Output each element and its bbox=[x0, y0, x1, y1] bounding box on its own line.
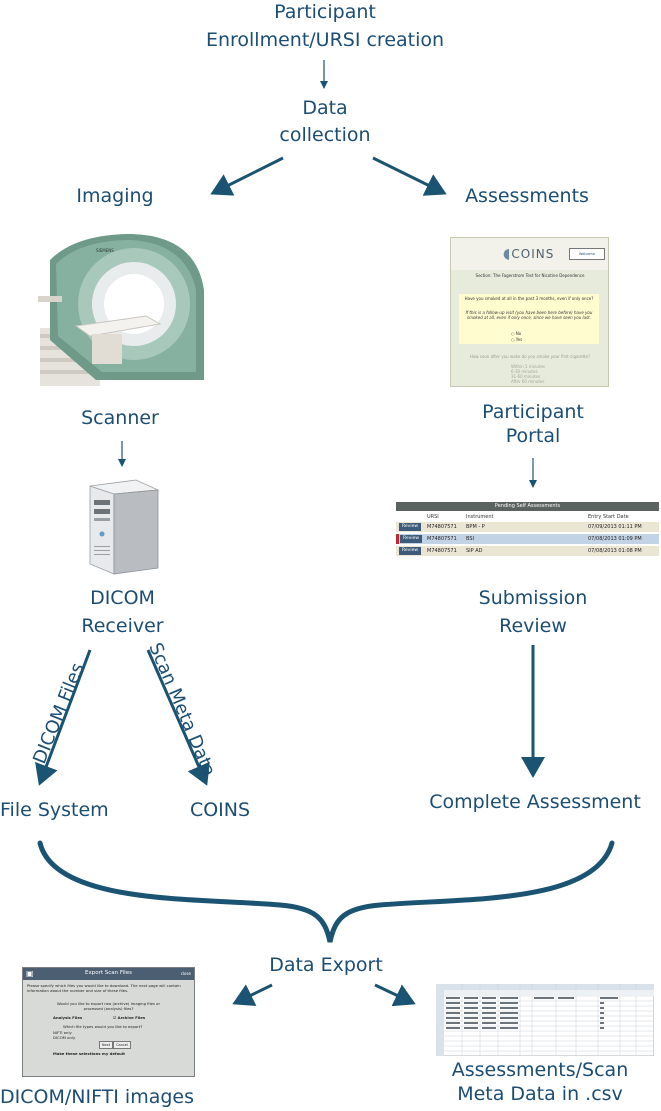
edge-label-dicom-files: DICOM Files bbox=[29, 660, 88, 767]
portal-option-yes[interactable]: ○ Yes bbox=[511, 337, 523, 342]
portal-option-no-label: No bbox=[515, 331, 522, 336]
row-date: 07/08/2013 01:09 PM bbox=[588, 536, 642, 542]
node-assessments: Assessments bbox=[465, 185, 589, 207]
node-enrollment-line1: Participant bbox=[274, 1, 376, 23]
review-table-header-instrument: Instrument bbox=[466, 514, 494, 520]
export-archive-option[interactable]: ☑ Archive Files bbox=[113, 1015, 146, 1020]
export-dicom-option[interactable]: DICOM only bbox=[53, 1035, 76, 1040]
table-row: Review M74807571 SIP AD 07/08/2013 01:08… bbox=[396, 546, 659, 556]
portal-option-no[interactable]: ○ No bbox=[511, 331, 522, 336]
export-analysis-option[interactable]: Analysis Files bbox=[53, 1015, 83, 1020]
node-participant-portal: Participant Portal bbox=[458, 400, 608, 448]
coins-logo-icon: ◖ bbox=[503, 246, 512, 262]
row-instrument: BSI bbox=[466, 536, 474, 542]
node-complete-assessment: Complete Assessment bbox=[429, 791, 641, 813]
export-next-button[interactable]: Next bbox=[99, 1041, 113, 1049]
arrow-collection-to-assessments bbox=[372, 156, 447, 196]
svg-text:SIEMENS: SIEMENS bbox=[96, 248, 114, 253]
node-dicom-nifti: DICOM/NIFTI images bbox=[0, 1086, 194, 1108]
row-instrument: BPM - P bbox=[466, 524, 485, 530]
node-submission-review: Submission Review bbox=[458, 586, 608, 638]
row-date: 07/09/2013 01:11 PM bbox=[588, 524, 642, 530]
arrow-export-to-dicom bbox=[232, 983, 273, 1006]
export-dialog-intro: Please specify which files you would lik… bbox=[27, 983, 181, 993]
node-csv-line1: Assessments/Scan bbox=[451, 1059, 629, 1081]
dicom-receiver-computer-image bbox=[89, 479, 160, 575]
export-dialog-question2: Which file types would you like to expor… bbox=[63, 1024, 143, 1029]
arrow-export-to-csv bbox=[374, 983, 416, 1007]
portal-welcome: Welcome bbox=[569, 248, 605, 260]
node-data-export: Data Export bbox=[269, 954, 383, 976]
export-cancel-button[interactable]: Cancel bbox=[113, 1041, 131, 1049]
node-csv-export: Assessments/Scan Meta Data in .csv bbox=[440, 1058, 640, 1106]
export-dialog-app-icon: ▣ bbox=[26, 969, 34, 978]
review-button[interactable]: Review bbox=[399, 523, 421, 531]
export-dialog-titlebar: ▣ Export Scan Files close bbox=[23, 968, 194, 980]
portal-logo-text: COINS bbox=[511, 247, 555, 261]
portal-option-yes-label: Yes bbox=[515, 337, 523, 342]
node-scanner: Scanner bbox=[81, 407, 159, 429]
row-highlight-marker bbox=[396, 534, 399, 544]
mri-scanner-image: SIEMENS bbox=[38, 234, 204, 386]
portal-question1b: If this is a follow-up visit (you have b… bbox=[465, 310, 593, 320]
row-ursi: M74807571 bbox=[427, 524, 457, 530]
node-coins: COINS bbox=[189, 799, 251, 821]
node-data-collection-line2: collection bbox=[279, 124, 371, 146]
node-file-system: File System bbox=[0, 799, 109, 821]
portal-option-b[interactable]: 6-30 minutes bbox=[511, 369, 538, 374]
edge-label-scan-meta-data: Scan Meta Data bbox=[144, 640, 219, 780]
review-button[interactable]: Review bbox=[399, 547, 421, 555]
export-default-option[interactable]: Make these selections my default bbox=[53, 1051, 125, 1056]
export-dialog-title: Export Scan Files bbox=[85, 970, 132, 976]
node-imaging: Imaging bbox=[76, 185, 154, 207]
row-ursi: M74807571 bbox=[427, 548, 457, 554]
review-table-header-ursi: URSI bbox=[427, 514, 439, 520]
export-archive-label: Archive Files bbox=[117, 1015, 146, 1020]
review-table-header-date: Entry Start Date bbox=[588, 514, 629, 520]
node-receiver-line2: Receiver bbox=[81, 615, 164, 637]
row-ursi: M74807571 bbox=[427, 536, 457, 542]
portal-question-card bbox=[459, 294, 599, 344]
node-portal-line2: Portal bbox=[505, 425, 561, 447]
node-data-collection-line1: Data bbox=[302, 97, 348, 119]
node-receiver-line1: DICOM bbox=[90, 587, 155, 609]
node-dicom-receiver: DICOM Receiver bbox=[65, 586, 180, 638]
portal-option-c[interactable]: 31-60 minutes bbox=[511, 374, 541, 379]
export-dialog-question: Would you like to export raw (archive) i… bbox=[56, 1001, 161, 1011]
portal-option-a[interactable]: Within 5 minutes bbox=[511, 364, 546, 369]
participant-portal-screenshot: ◖COINS Welcome Section: The Fagerstrom T… bbox=[450, 237, 609, 387]
table-row: Review M74807571 BSI 07/08/2013 01:09 PM bbox=[396, 534, 659, 544]
node-portal-line1: Participant bbox=[482, 401, 584, 423]
row-instrument: SIP AD bbox=[466, 548, 483, 554]
review-table-screenshot: Pending Self Assessments URSI Instrument… bbox=[396, 502, 659, 558]
review-table-title: Pending Self Assessments bbox=[396, 502, 659, 511]
arrow-receiver-to-coins bbox=[146, 649, 210, 786]
arrow-receiver-to-filesystem bbox=[35, 649, 92, 786]
export-brace bbox=[37, 840, 615, 943]
node-data-collection: Data collection bbox=[250, 96, 400, 147]
portal-question1: Have you smoked at all in the past 3 mon… bbox=[464, 296, 594, 301]
portal-option-d[interactable]: After 60 minutes bbox=[511, 379, 545, 384]
csv-spreadsheet-image bbox=[436, 984, 654, 1056]
portal-logo: ◖COINS bbox=[503, 246, 554, 262]
review-button[interactable]: Review bbox=[400, 535, 422, 543]
row-date: 07/08/2013 01:08 PM bbox=[588, 548, 642, 554]
node-enrollment: Participant Enrollment/URSI creation bbox=[180, 0, 470, 52]
node-review-line1: Submission bbox=[478, 587, 588, 609]
portal-section-title: Section: The Fagerstrom Test for Nicotin… bbox=[475, 273, 585, 278]
table-row: Review M74807571 BPM - P 07/09/2013 01:1… bbox=[396, 522, 659, 532]
node-csv-line2: Meta Data in .csv bbox=[457, 1083, 623, 1105]
node-review-line2: Review bbox=[499, 615, 567, 637]
export-dialog-close[interactable]: close bbox=[180, 971, 191, 976]
node-enrollment-line2: Enrollment/URSI creation bbox=[205, 29, 445, 51]
export-dialog-screenshot: ▣ Export Scan Files close Please specify… bbox=[22, 967, 195, 1077]
arrow-collection-to-imaging bbox=[210, 156, 284, 196]
export-nifti-option[interactable]: NIFTI only bbox=[53, 1030, 72, 1035]
portal-question2: How soon after you wake do you smoke you… bbox=[469, 354, 591, 359]
